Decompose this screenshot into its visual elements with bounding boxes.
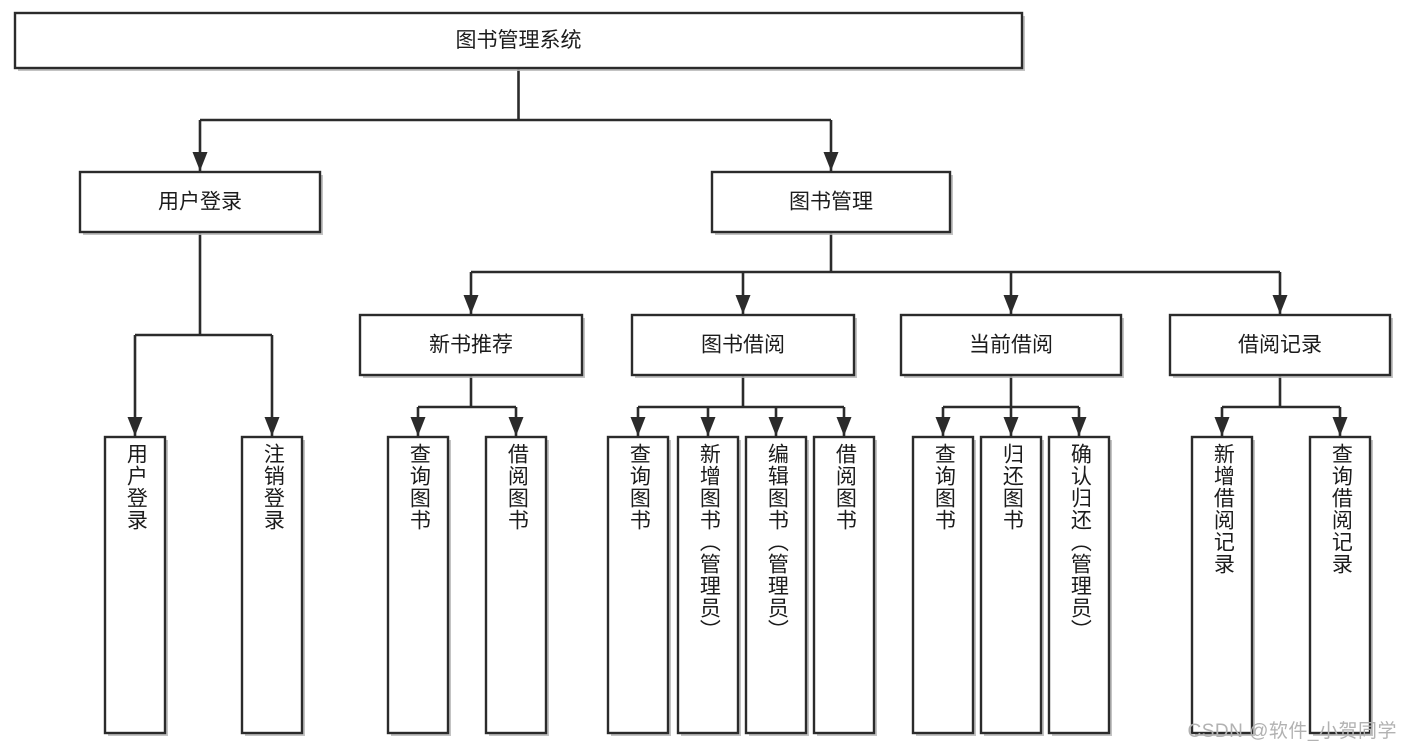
arrow-head bbox=[463, 295, 479, 314]
arrow-head bbox=[768, 417, 784, 436]
arrow-head bbox=[1214, 417, 1230, 436]
node-leaf-add-borrow-record[interactable] bbox=[1190, 435, 1255, 736]
node-leaf-user-logout[interactable] bbox=[240, 435, 305, 736]
node-book-management[interactable]: 图书管理 bbox=[710, 170, 953, 235]
arrow-head bbox=[823, 152, 839, 171]
arrow-head bbox=[1003, 295, 1019, 314]
node-leaf-borrow-book-1[interactable] bbox=[484, 435, 549, 736]
node-leaf-confirm-return[interactable] bbox=[1047, 435, 1112, 736]
node-root[interactable]: 图书管理系统 bbox=[13, 11, 1025, 71]
node-leaf-add-book-admin[interactable] bbox=[676, 435, 741, 736]
node-leaf-query-book-1[interactable] bbox=[386, 435, 451, 736]
arrow-head bbox=[630, 417, 646, 436]
node-user-login[interactable]: 用户登录 bbox=[78, 170, 323, 235]
node-label-book-management: 图书管理 bbox=[789, 191, 873, 214]
node-new-book-recommend[interactable]: 新书推荐 bbox=[358, 313, 585, 378]
arrow-head bbox=[836, 417, 852, 436]
arrow-head bbox=[1272, 295, 1288, 314]
node-leaf-borrow-book-2[interactable] bbox=[812, 435, 877, 736]
node-label-new-book-recommend: 新书推荐 bbox=[429, 334, 513, 357]
arrow-head bbox=[127, 417, 143, 436]
connectors-layer bbox=[127, 68, 1348, 436]
node-leaf-query-book-2[interactable] bbox=[606, 435, 671, 736]
arrow-head bbox=[264, 417, 280, 436]
arrow-head bbox=[192, 152, 208, 171]
arrow-head bbox=[700, 417, 716, 436]
node-borrow-record[interactable]: 借阅记录 bbox=[1168, 313, 1393, 378]
node-leaf-return-book[interactable] bbox=[979, 435, 1044, 736]
arrow-head bbox=[508, 417, 524, 436]
node-leaf-user-login[interactable] bbox=[103, 435, 168, 736]
node-leaf-query-borrow-record[interactable] bbox=[1308, 435, 1373, 736]
node-label-borrow-record: 借阅记录 bbox=[1238, 334, 1322, 357]
node-leaf-edit-book-admin[interactable] bbox=[744, 435, 809, 736]
arrow-head bbox=[1071, 417, 1087, 436]
node-current-borrow[interactable]: 当前借阅 bbox=[899, 313, 1124, 378]
node-label-root: 图书管理系统 bbox=[456, 29, 582, 52]
arrow-head bbox=[1003, 417, 1019, 436]
node-label-current-borrow: 当前借阅 bbox=[969, 334, 1053, 357]
node-book-borrow[interactable]: 图书借阅 bbox=[630, 313, 857, 378]
arrow-head bbox=[410, 417, 426, 436]
node-leaf-query-book-3[interactable] bbox=[911, 435, 976, 736]
arrow-head bbox=[735, 295, 751, 314]
arrow-head bbox=[935, 417, 951, 436]
node-label-book-borrow: 图书借阅 bbox=[701, 334, 785, 357]
csdn-watermark: CSDN @软件_小贺同学 bbox=[1187, 721, 1397, 742]
node-label-user-login: 用户登录 bbox=[158, 191, 242, 214]
arrow-head bbox=[1332, 417, 1348, 436]
